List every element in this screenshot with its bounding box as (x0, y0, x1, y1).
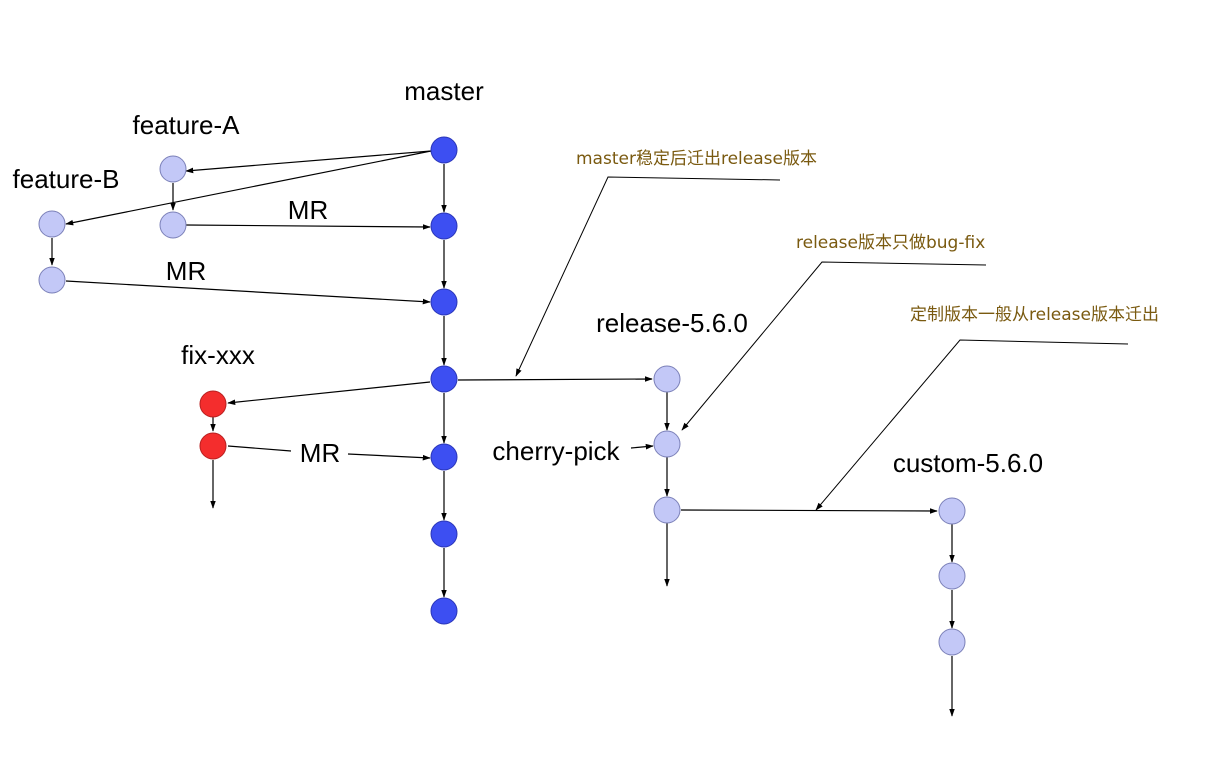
release-commit-node (653, 496, 681, 524)
master-commit-node (430, 212, 458, 240)
master-commit-node (430, 520, 458, 548)
master-commit-node (430, 365, 458, 393)
custom-commits (938, 497, 966, 656)
annotation-custom-from-release: 定制版本一般从release版本迁出 (910, 305, 1159, 325)
master-commit-node (430, 597, 458, 625)
fix-commits (199, 390, 227, 460)
branch-label-feature-b: feature-B (13, 164, 120, 194)
release-commit-node (653, 365, 681, 393)
fix-edges (210, 381, 431, 509)
annotation-release-from-master: master稳定后迁出release版本 (576, 149, 817, 169)
fix-commit-node (199, 432, 227, 460)
branch-label-fix: fix-xxx (181, 340, 255, 370)
feature-b-commit-node (38, 266, 66, 294)
annotation-release-bugfix-only: release版本只做bug-fix (796, 233, 985, 253)
fix-commit-node (199, 390, 227, 418)
annotation-leaders (515, 176, 1129, 511)
feature-b-commit-node (38, 210, 66, 238)
mr-label-feature-a: MR (288, 195, 328, 225)
branch-label-master: master (404, 76, 484, 106)
release-commits (653, 365, 681, 524)
mr-label-fix: MR (300, 438, 340, 468)
custom-commit-node (938, 497, 966, 525)
custom-commit-node (938, 628, 966, 656)
release-edges (457, 376, 938, 587)
feature-a-commits (159, 155, 187, 239)
master-commit-node (430, 288, 458, 316)
cherry-pick-label: cherry-pick (492, 436, 620, 466)
branch-label-release: release-5.6.0 (596, 308, 748, 338)
feature-a-commit-node (159, 155, 187, 183)
release-commit-node (653, 430, 681, 458)
branch-label-feature-a: feature-A (133, 110, 241, 140)
feature-edges (49, 150, 432, 305)
custom-commit-node (938, 562, 966, 590)
branch-label-custom: custom-5.6.0 (893, 448, 1043, 478)
mr-label-feature-b: MR (166, 256, 206, 286)
feature-a-commit-node (159, 211, 187, 239)
feature-b-commits (38, 210, 66, 294)
master-commit-node (430, 136, 458, 164)
master-commits (430, 136, 458, 625)
master-commit-node (430, 443, 458, 471)
